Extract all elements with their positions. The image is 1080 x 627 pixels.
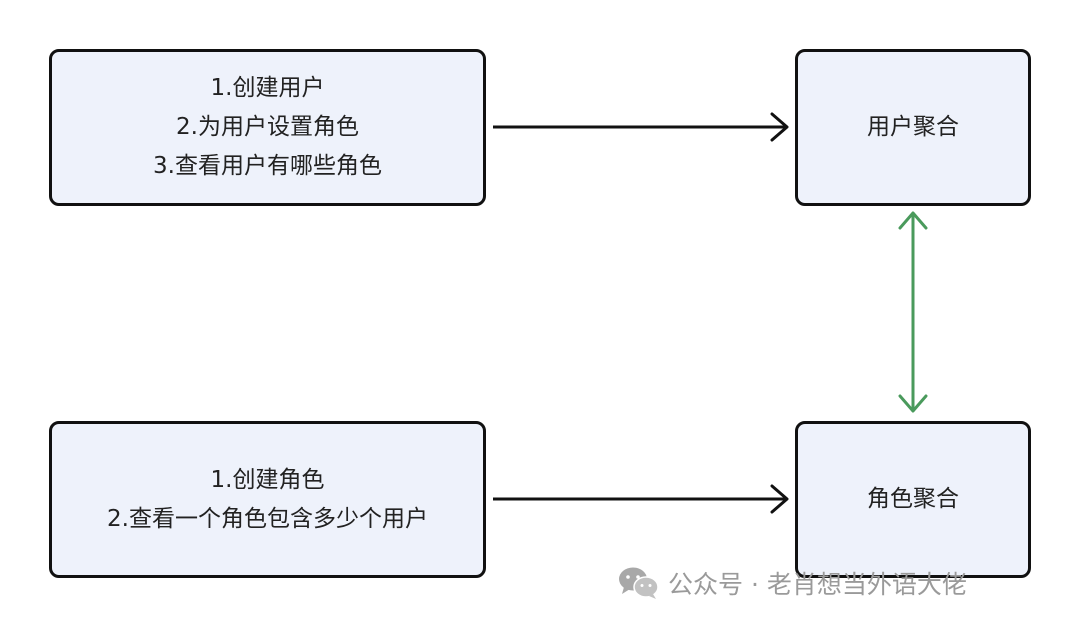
user-actions-box: 1.创建用户 2.为用户设置角色 3.查看用户有哪些角色 [49,49,486,206]
role-aggregate-label: 角色聚合 [867,486,959,512]
arrow-user-aggregate-role-aggregate-bidirectional [898,211,928,413]
role-action-line: 2.查看一个角色包含多少个用户 [107,505,428,532]
wechat-icon [619,567,659,599]
watermark-text: 公众号 · 老肖想当外语大佬 [668,570,967,599]
role-action-line: 1.创建角色 [210,466,325,493]
arrow-user-actions-to-user-aggregate [493,112,789,142]
role-actions-box: 1.创建角色 2.查看一个角色包含多少个用户 [49,421,486,578]
user-action-line: 1.创建用户 [210,75,325,101]
user-action-line: 2.为用户设置角色 [176,114,359,140]
role-aggregate-box: 角色聚合 [795,421,1031,578]
user-aggregate-label: 用户聚合 [867,114,959,140]
watermark: 公众号 · 老肖想当外语大佬 [618,563,967,603]
arrow-role-actions-to-role-aggregate [493,484,789,514]
user-aggregate-box: 用户聚合 [795,49,1031,206]
user-action-line: 3.查看用户有哪些角色 [153,153,382,179]
